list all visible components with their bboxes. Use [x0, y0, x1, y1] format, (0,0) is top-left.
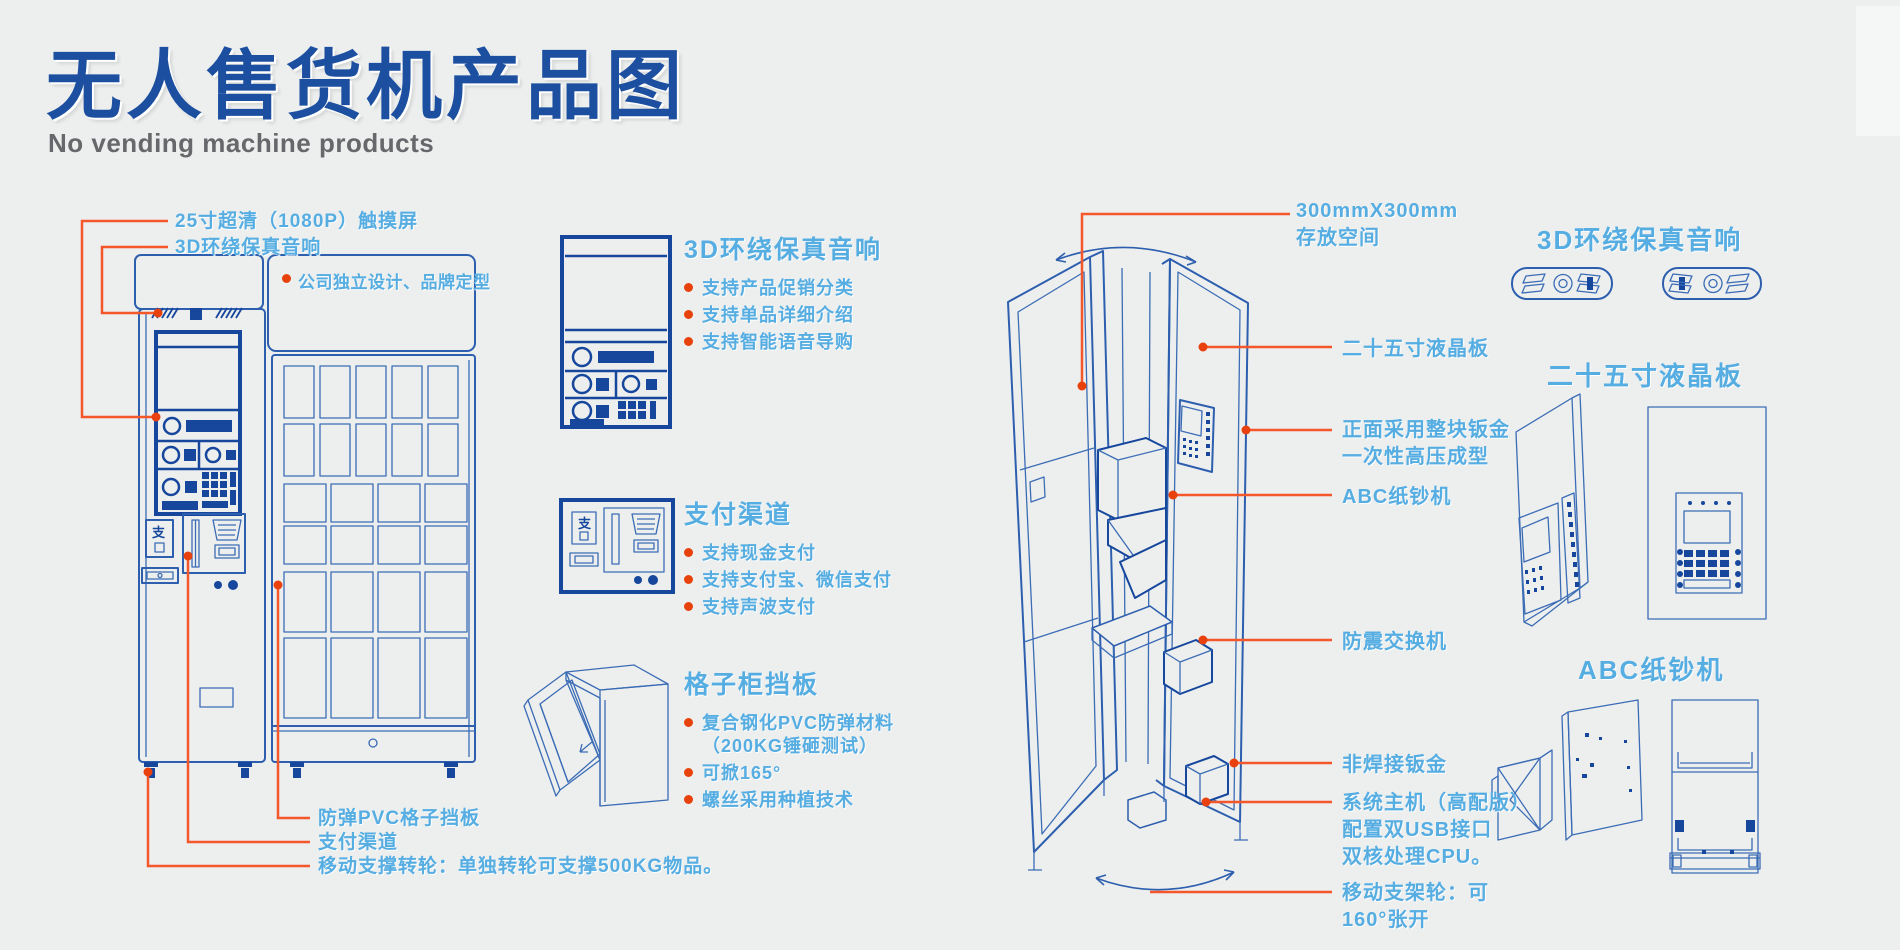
bottom-box: [1127, 791, 1167, 829]
rotate-arrow-top: [1055, 246, 1197, 263]
list-item: 支持支付宝、微信支付: [684, 569, 1044, 592]
list-item: 支持现金支付: [684, 542, 1044, 565]
callout-system-host: 系统主机（高配版） 配置双USB接口 双核处理CPU。: [1342, 792, 1531, 868]
bullet-dot-icon: [684, 337, 693, 346]
speaker-bars-drawing: [1511, 267, 1762, 300]
callout-sheet-metal: 正面采用整块钣金 一次性高压成型: [1342, 419, 1510, 468]
bullet-dot-icon: [684, 602, 693, 611]
feature-title-audio: 3D环绕保真音响: [684, 236, 882, 264]
bullet-dot-icon: [684, 548, 693, 557]
feature-bullets-audio: 支持产品促销分类 支持单品详细介绍 支持智能语音导购: [684, 277, 1044, 354]
corner-watermark: [1856, 6, 1900, 136]
pay-glyph-text-2: 支: [577, 516, 592, 531]
list-item: 可掀165°: [684, 762, 1044, 785]
callout-3d-audio: 3D环绕保真音响: [175, 237, 322, 258]
camera-square: [190, 308, 202, 320]
touchscreen-panel: [154, 330, 242, 516]
front-machine-callout-lines: [80, 219, 310, 868]
feature-section-audio: 3D环绕保真音响 支持产品促销分类 支持单品详细介绍 支持智能语音导购: [684, 230, 1044, 358]
list-item: 支持声波支付: [684, 596, 1044, 619]
audio-panel-drawing: [560, 235, 672, 429]
bullet-dot-icon: [684, 795, 693, 804]
callout-support-wheel: 移动支撑转轮：单独转轮可支撑500KG物品。: [318, 856, 724, 877]
bullet-dot-icon: [684, 768, 693, 777]
list-item: 支持产品促销分类: [684, 277, 1044, 300]
page-title: 无人售货机产品图: [46, 44, 686, 129]
list-item: 支持智能语音导购: [684, 331, 1044, 354]
payment-hardware: 支: [141, 513, 246, 590]
pay-glyph-text: 支: [151, 525, 166, 540]
feature-section-payment: 支付渠道 支持现金支付 支持支付宝、微信支付 支持声波支付: [684, 495, 1044, 623]
callout-brand-design: 公司独立设计、品牌定型: [282, 268, 491, 293]
bullet-dot-icon: [684, 575, 693, 584]
rotate-arrow-bottom: [1095, 871, 1235, 891]
grid-baffle-drawing: [523, 664, 669, 807]
front-machine-drawing: 支: [134, 254, 476, 778]
bullet-dot-icon: [282, 274, 291, 283]
list-item: 复合钢化PVC防弹材料 （200KG锤砸测试）: [684, 712, 1044, 758]
bullet-dot-icon: [684, 310, 693, 319]
feature-section-baffle: 格子柜挡板 复合钢化PVC防弹材料 （200KG锤砸测试） 可掀165° 螺丝采…: [684, 665, 1044, 816]
callout-storage-space: 300mmX300mm 存放空间: [1296, 200, 1459, 249]
cash-machine-assembly: [1097, 437, 1167, 599]
vent-slot: [199, 687, 234, 708]
tray-bracket: [1091, 605, 1173, 659]
callout-touchscreen: 25寸超清（1080P）触摸屏: [175, 211, 419, 232]
list-item: 支持单品详细介绍: [684, 304, 1044, 327]
exchange-box: [1163, 639, 1213, 695]
feature-title-baffle: 格子柜挡板: [684, 671, 820, 699]
feature-bullets-payment: 支持现金支付 支持支付宝、微信支付 支持声波支付: [684, 542, 1044, 619]
bullet-dot-icon: [684, 283, 693, 292]
lcd-module: [1177, 399, 1215, 473]
machine-feet: [144, 762, 458, 778]
feature-bullets-baffle: 复合钢化PVC防弹材料 （200KG锤砸测试） 可掀165° 螺丝采用种植技术: [684, 712, 1044, 812]
brand-design-text: 公司独立设计、品牌定型: [298, 273, 491, 292]
compartment-grid: [283, 365, 468, 719]
callout-weldless-metal: 非焊接钣金: [1342, 754, 1447, 776]
callout-payment-channel: 支付渠道: [318, 832, 399, 853]
lcd-panels-drawing: [1515, 393, 1767, 627]
cash-machine-drawing: [1491, 699, 1761, 874]
list-item: 螺丝采用种植技术: [684, 789, 1044, 812]
callout-pvc-baffle: 防弹PVC格子挡板: [318, 808, 481, 829]
callout-bracket-wheel: 移动支架轮：可 160°张开: [1342, 882, 1489, 931]
right-title-cash: ABC纸钞机: [1578, 655, 1725, 685]
right-title-lcd: 二十五寸液晶板: [1547, 361, 1744, 391]
bullet-dot-icon: [684, 718, 693, 727]
callout-shockproof-switch: 防震交换机: [1342, 631, 1447, 653]
open-machine-callout-lines: [1077, 212, 1332, 894]
callout-lcd-panel: 二十五寸液晶板: [1342, 338, 1489, 360]
feature-title-payment: 支付渠道: [684, 501, 793, 529]
keypad-grid: [162, 472, 236, 510]
callout-cash-machine: ABC纸钞机: [1342, 486, 1452, 508]
host-box: [1185, 755, 1229, 805]
right-title-audio: 3D环绕保真音响: [1537, 225, 1743, 255]
payment-panel-drawing: 支: [559, 498, 675, 594]
page-subtitle: No vending machine products: [48, 128, 435, 158]
open-machine-drawing: [1007, 246, 1249, 891]
